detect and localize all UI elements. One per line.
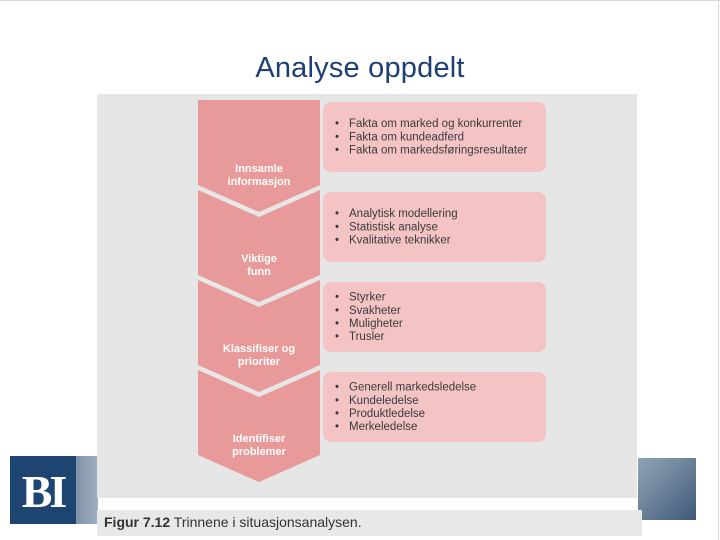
bullet-item: Statistisk analyse	[349, 221, 438, 233]
stage-label: problemer	[232, 446, 287, 458]
bullet-item: Muligheter	[349, 318, 403, 330]
right-border	[718, 0, 719, 540]
stage-label: Viktige	[241, 253, 277, 265]
stage-bullet-box	[323, 192, 546, 262]
bi-logo-text: BI	[21, 466, 68, 517]
bullet-marker: •	[335, 305, 339, 317]
stage-label: funn	[247, 266, 271, 278]
bullet-marker: •	[335, 235, 339, 247]
stage-chevron	[198, 190, 320, 302]
slide-title: Analyse oppdelt	[255, 52, 465, 84]
bullet-item: Kundeledelse	[349, 395, 419, 407]
bullet-item: Fakta om kundeadferd	[349, 131, 464, 143]
bullet-item: Analytisk modellering	[349, 208, 458, 220]
logo-decoration-left	[76, 456, 98, 524]
bullet-marker: •	[335, 208, 339, 220]
logo-decoration-right	[638, 458, 696, 520]
bullet-item: Merkeledelse	[349, 421, 417, 433]
bullet-item: Svakheter	[349, 305, 401, 317]
bi-logo: BI	[10, 456, 76, 524]
bullet-item: Trusler	[349, 331, 385, 343]
bullet-marker: •	[335, 331, 339, 343]
bullet-marker: •	[335, 395, 339, 407]
stage-chevron	[198, 280, 320, 392]
bullet-marker: •	[335, 118, 339, 130]
stage-label: prioriter	[238, 356, 281, 368]
bullet-marker: •	[335, 408, 339, 420]
caption-number: Figur 7.12	[104, 514, 171, 530]
bullet-item: Kvalitative teknikker	[349, 235, 451, 247]
stage-label: Innsamle	[235, 163, 283, 175]
stage-chevron	[198, 370, 320, 482]
bullet-marker: •	[335, 382, 339, 394]
bullet-marker: •	[335, 292, 339, 304]
bullet-marker: •	[335, 221, 339, 233]
stage-bullet-box	[323, 102, 546, 172]
stage-label: informasjon	[228, 176, 291, 188]
stage-label: Klassifiser og	[223, 343, 295, 355]
bullet-marker: •	[335, 318, 339, 330]
figure-caption: Figur 7.12 Trinnene i situasjonsanalysen…	[104, 514, 362, 530]
bullet-item: Styrker	[349, 292, 386, 304]
caption-text: Trinnene i situasjonsanalysen.	[173, 514, 362, 530]
stage-bullet-box	[323, 282, 546, 352]
top-border	[0, 0, 720, 1]
stage-chevron	[198, 100, 320, 212]
stage-label: Identifiser	[233, 433, 286, 445]
bullet-item: Generell markedsledelse	[349, 382, 476, 394]
stage-bullet-box	[323, 372, 546, 442]
bullet-item: Fakta om markedsføringsresultater	[349, 145, 527, 157]
bullet-marker: •	[335, 421, 339, 433]
caption-bar	[97, 510, 642, 536]
bullet-item: Produktledelse	[349, 408, 425, 420]
bullet-marker: •	[335, 131, 339, 143]
bullet-item: Fakta om marked og konkurrenter	[349, 118, 522, 130]
bullet-marker: •	[335, 145, 339, 157]
